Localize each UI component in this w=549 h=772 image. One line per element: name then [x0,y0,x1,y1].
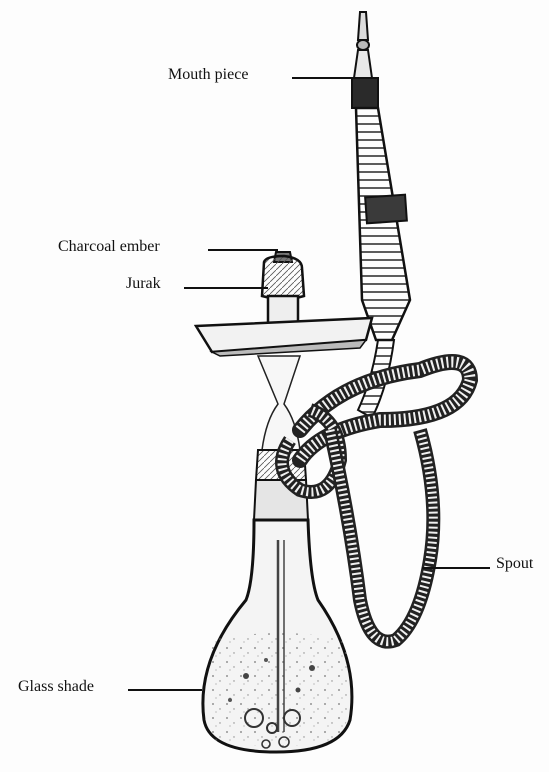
leader-charcoal-ember [208,249,278,251]
leader-spout [422,567,490,569]
label-charcoal-ember: Charcoal ember [58,238,160,256]
leader-jurak [184,287,268,289]
tray [196,318,372,356]
label-jurak: Jurak [126,275,161,293]
mouth-piece-tip [352,12,378,108]
label-glass-shade: Glass shade [18,678,94,696]
label-mouth-piece: Mouth piece [168,66,248,84]
label-spout: Spout [496,555,533,573]
leader-mouth-piece [292,77,358,79]
jurak-bowl [262,252,304,326]
leader-glass-shade [128,689,202,691]
glass-shade [203,520,352,752]
